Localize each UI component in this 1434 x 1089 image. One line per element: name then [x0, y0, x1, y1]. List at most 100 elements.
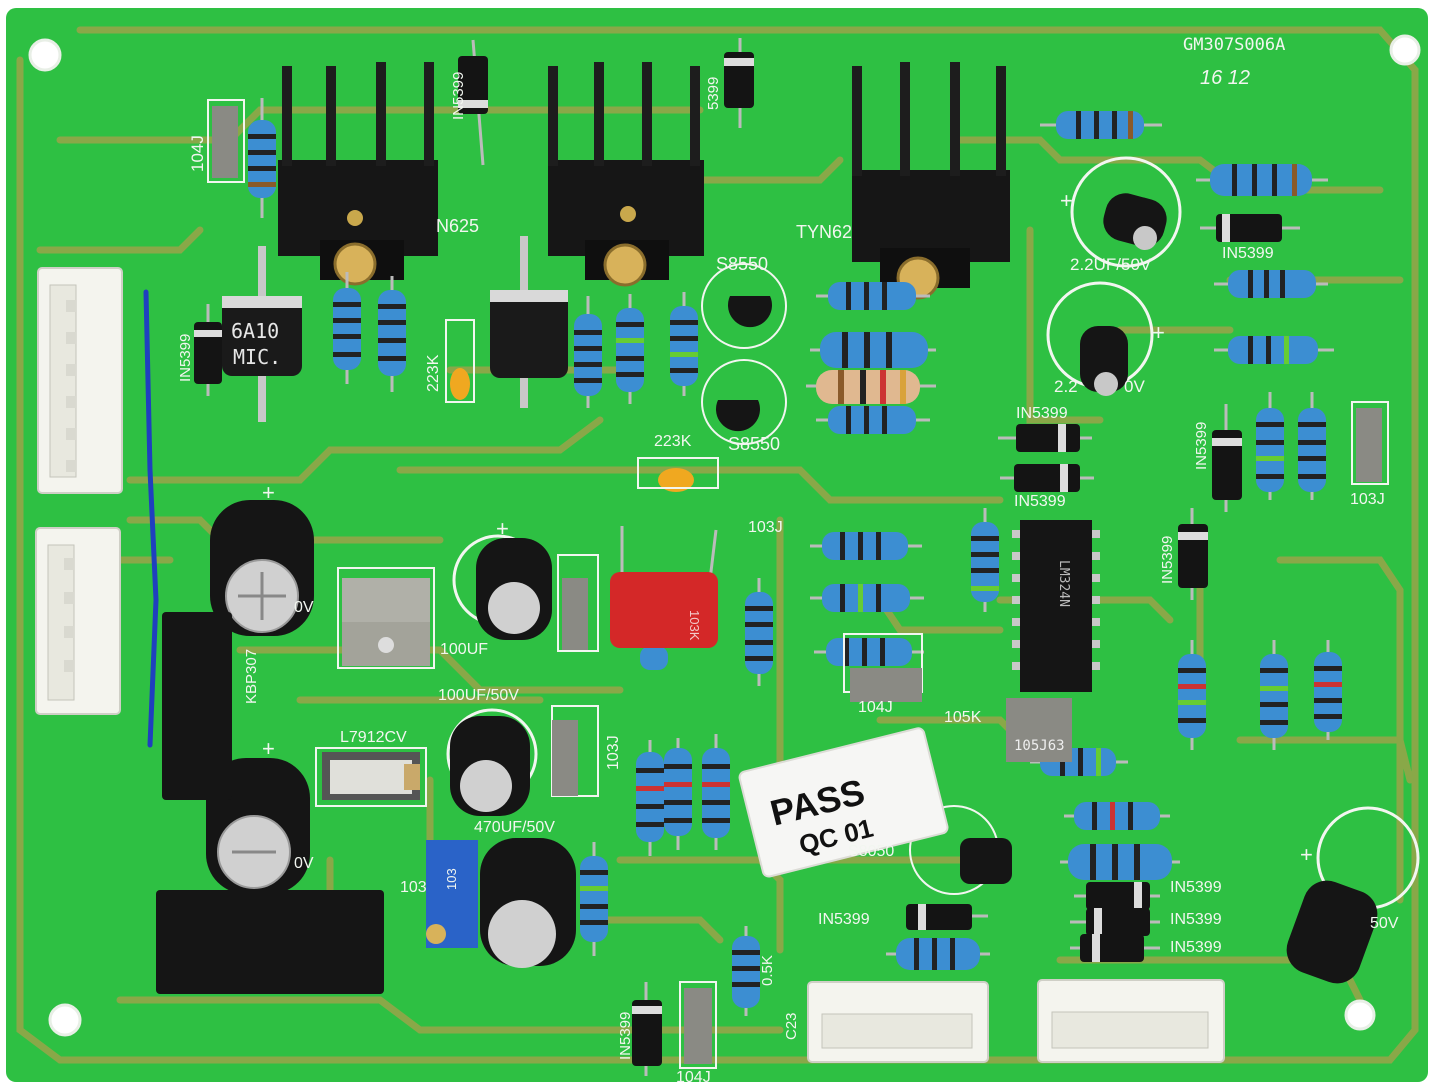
- heatsink-right: [852, 62, 1010, 300]
- regulator-top: [337, 567, 435, 669]
- board-part-number: GM307S006A: [1183, 35, 1285, 55]
- label-trimmer: 103: [444, 868, 459, 890]
- diode-d4: [1200, 214, 1300, 242]
- label-in5399-top-right: IN5399: [1222, 245, 1274, 262]
- label-104j-mid: 104J: [858, 699, 893, 716]
- diode-d9: [906, 904, 988, 930]
- label-in5399-bottom-v: IN5399: [617, 1012, 634, 1060]
- connector-left-bottom: [35, 527, 121, 715]
- svg-text:+: +: [262, 480, 275, 505]
- diode-d6: [1000, 464, 1094, 492]
- resistor-h: [1214, 336, 1334, 364]
- diode-d5: [998, 424, 1092, 452]
- label-2-2uf-top: 2.2UF/50V: [1070, 255, 1152, 274]
- connector-left-top: [37, 267, 123, 494]
- film-cap-text: 103K: [687, 610, 702, 641]
- label-470uf: 470UF/50V: [474, 819, 555, 836]
- label-c23: C23: [783, 1012, 800, 1040]
- svg-text:+: +: [262, 736, 275, 761]
- heatsink-middle: [548, 62, 704, 287]
- diode-d13: [632, 982, 662, 1076]
- label-l7912cv: L7912CV: [340, 729, 407, 746]
- diode-d7: [1212, 404, 1242, 512]
- resistor-v: [664, 738, 692, 850]
- resistor-h: [816, 282, 930, 310]
- bridge-rectifier-bottom: [156, 890, 384, 994]
- label-in5399-mid-b: IN5399: [1014, 493, 1066, 510]
- transistors: [701, 263, 1012, 895]
- label-105k: 105K: [944, 709, 982, 726]
- transistor-s8550-bottom: [701, 359, 787, 445]
- board-date-code: 16 12: [1200, 67, 1250, 89]
- resistor-h: [810, 532, 922, 560]
- resistor-v: [971, 508, 999, 612]
- resistor-h: [816, 406, 930, 434]
- label-in5399-topmid-v: IN5399: [450, 72, 467, 120]
- diode-body-text: 6A10: [231, 319, 279, 343]
- diode-body-text-2: MIC.: [233, 345, 281, 369]
- silkscreen-labels: 104J N625 TYN62 IN5399 5399 S8550 S8550 …: [177, 72, 1399, 1086]
- power-diode-left: 6A10 MIC.: [222, 246, 302, 422]
- label-n625: N625: [436, 216, 479, 236]
- bridge-rectifier-kbp307: [162, 612, 232, 800]
- label-s8050: S8050: [848, 843, 894, 860]
- ic-lm324n: LM324N: [1012, 520, 1100, 692]
- label-33uf-50v: 50V: [1370, 915, 1399, 932]
- resistor-h: [806, 370, 936, 404]
- label-223k-mid: 223K: [654, 433, 692, 450]
- mounting-hole: [1344, 999, 1376, 1031]
- box-capacitors: 105J63: [207, 99, 1389, 1069]
- diode-d12: [1070, 934, 1160, 962]
- label-104j-top: 104J: [188, 135, 207, 172]
- cap-big-left-top: [210, 500, 314, 636]
- resistor-h: [1060, 844, 1180, 880]
- diode-d10: [1074, 882, 1160, 910]
- label-in5399-mid-a: IN5399: [1016, 405, 1068, 422]
- trimmer-pot: [426, 840, 478, 948]
- resistor-v: [616, 294, 644, 404]
- pass-sticker: PASS QC 01: [738, 727, 949, 878]
- connector-bottom-left: [807, 981, 989, 1063]
- resistor-v: [1260, 640, 1288, 750]
- mounting-hole: [28, 38, 62, 72]
- ic-text: LM324N: [1056, 560, 1071, 607]
- label-103-left: 103: [400, 879, 427, 896]
- resistor-v: [1178, 640, 1206, 750]
- resistor-v: [580, 842, 608, 956]
- connector-bottom-right: [1037, 979, 1225, 1063]
- cap-470uf: [480, 838, 576, 968]
- ceramic-cap-223k-left: [450, 368, 470, 400]
- svg-text:+: +: [1300, 842, 1313, 867]
- diode-d1: [458, 39, 488, 166]
- film-capacitor-red: 103K: [610, 526, 718, 648]
- diode-d8: [1178, 508, 1208, 600]
- resistor-v: [1314, 640, 1342, 740]
- mounting-holes: [28, 34, 1421, 1037]
- label-s8550-bottom: S8550: [728, 434, 780, 454]
- mounting-hole: [1389, 34, 1421, 66]
- cap-100uf-top: [452, 534, 552, 640]
- resistor-h: [886, 938, 990, 970]
- resistor-h: [1040, 111, 1162, 139]
- label-in5399-br-1: IN5399: [1170, 879, 1222, 896]
- label-103j-lower: 103J: [605, 735, 622, 770]
- label-100uf-b: 100UF: [440, 641, 488, 658]
- resistor-v: [636, 740, 664, 856]
- ceramic-caps: [445, 319, 719, 492]
- resistor-v: [333, 272, 361, 384]
- polarity-marks: + + + + + +: [262, 188, 1313, 867]
- cap-33uf: [1286, 806, 1420, 984]
- cap-2-2uf-top: [1070, 156, 1182, 268]
- resistor-h: [814, 638, 924, 666]
- resistor-v: [1256, 392, 1284, 500]
- svg-text:+: +: [1152, 320, 1165, 345]
- blue-jumper-wire: [143, 289, 159, 748]
- power-diode-middle: [490, 236, 568, 408]
- mounting-hole: [48, 1003, 82, 1037]
- resistor-v: [1298, 392, 1326, 500]
- electrolytic-capacitors: [206, 156, 1420, 984]
- small-diodes: [194, 38, 1300, 1076]
- regulator-l7912cv: [315, 747, 427, 807]
- label-223k-left: 223K: [425, 354, 442, 392]
- label-104j-bottom: 104J: [676, 1069, 711, 1086]
